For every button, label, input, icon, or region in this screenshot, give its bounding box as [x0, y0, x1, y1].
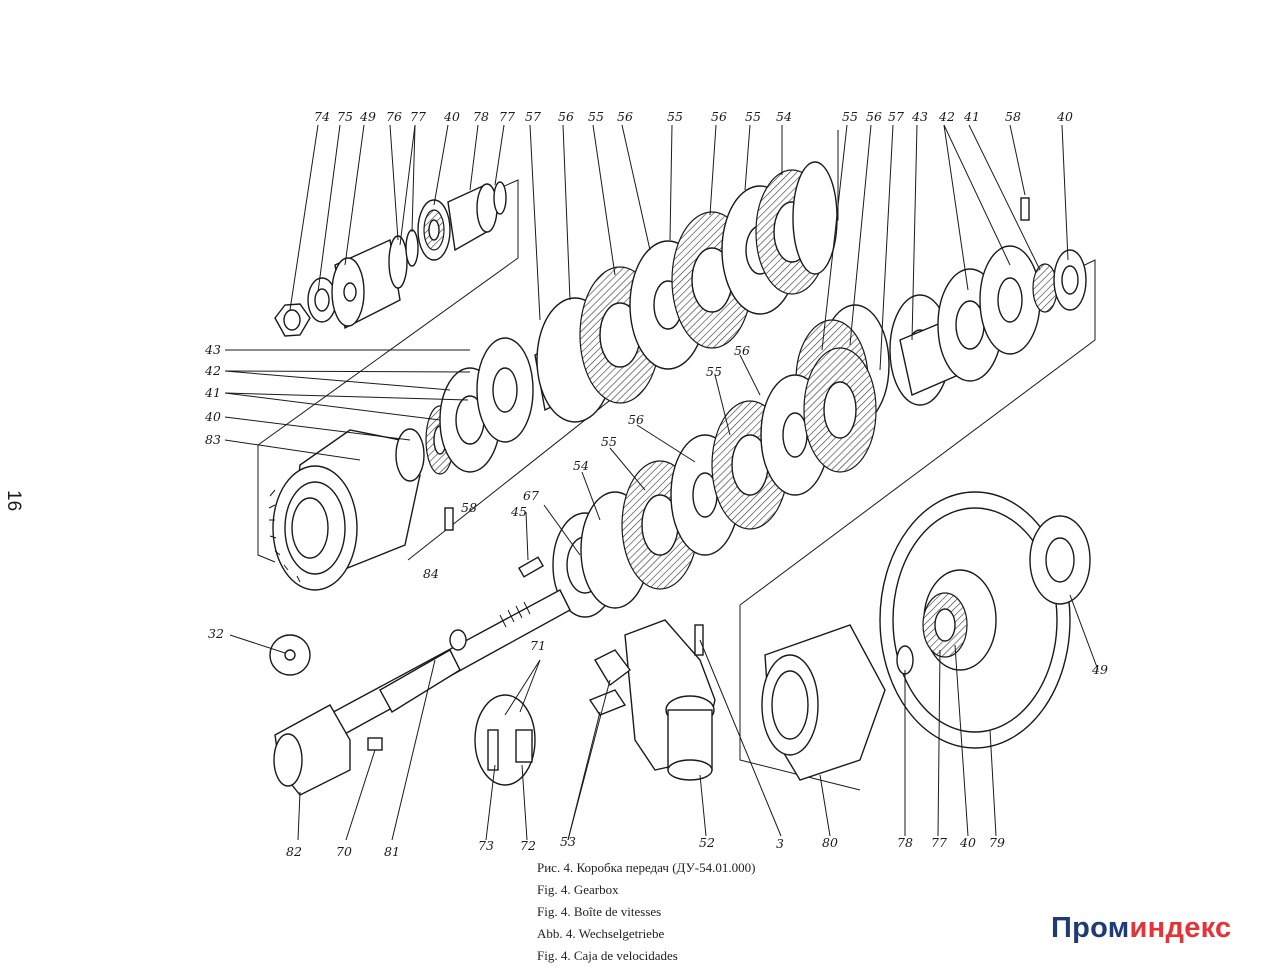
callout-40-low: 40: [959, 835, 976, 850]
callout-42: 42: [938, 109, 955, 124]
callout-41: 41: [963, 109, 980, 124]
callout-73: 73: [478, 838, 494, 853]
callout-79: 79: [989, 835, 1005, 850]
callout-49-low: 49: [1091, 662, 1108, 677]
callout-40b: 40: [1056, 109, 1073, 124]
callout-77b: 77: [499, 109, 515, 124]
callout-57b: 57: [888, 109, 904, 124]
callout-3: 3: [776, 836, 784, 851]
callout-55d: 55: [842, 109, 858, 124]
callout-42-left: 42: [204, 363, 221, 378]
callout-58: 58: [1005, 109, 1021, 124]
callout-75: 75: [337, 109, 353, 124]
caption-de: Abb. 4. Wechselgetriebe: [537, 926, 665, 941]
caption-fr: Fig. 4. Boîte de vitesses: [537, 904, 662, 919]
callout-54: 54: [776, 109, 792, 124]
callout-77: 77: [410, 109, 426, 124]
callout-43-left: 43: [204, 342, 221, 357]
logo-part-1: Пром: [1051, 912, 1130, 944]
callout-52: 52: [699, 835, 715, 850]
callout-78-low: 78: [897, 835, 913, 850]
callout-77-low: 77: [931, 835, 947, 850]
callout-32: 32: [208, 626, 224, 641]
callout-82: 82: [286, 844, 302, 859]
callout-83: 83: [205, 432, 221, 447]
callout-55c: 55: [745, 109, 761, 124]
callout-45: 45: [510, 504, 527, 519]
callout-40: 40: [443, 109, 460, 124]
main-shaft: [269, 589, 571, 796]
callout-67: 67: [523, 488, 539, 503]
callout-70: 70: [336, 844, 352, 859]
callout-41-left: 41: [204, 385, 221, 400]
callout-56-mid2: 56: [734, 343, 750, 358]
callout-84: 84: [423, 566, 439, 581]
page-number: 16: [3, 490, 24, 511]
callout-76: 76: [386, 109, 402, 124]
callout-55-mid2: 55: [706, 364, 722, 379]
callout-53: 53: [560, 834, 576, 849]
leader-lines: [224, 124, 1099, 841]
callout-labels: 74 75 49 76 77 40 78 77 57 56 55 56 55 5…: [204, 109, 1108, 859]
callout-49: 49: [359, 109, 376, 124]
lower-gear-assembly: [474, 491, 1091, 786]
middle-clutch-pack: [444, 347, 877, 618]
callout-56-mid: 56: [628, 412, 644, 427]
callout-74: 74: [314, 109, 330, 124]
callout-54-mid: 54: [573, 458, 589, 473]
callout-43: 43: [911, 109, 928, 124]
caption-es: Fig. 4. Caja de velocidades: [537, 948, 678, 963]
figure-caption: Рис. 4. Коробка передач (ДУ-54.01.000) F…: [537, 857, 897, 967]
callout-56c: 56: [711, 109, 727, 124]
callout-55b: 55: [667, 109, 683, 124]
callout-56d: 56: [866, 109, 882, 124]
callout-40-left: 40: [204, 409, 221, 424]
callout-55: 55: [588, 109, 604, 124]
caption-en: Fig. 4. Gearbox: [537, 882, 619, 897]
callout-56b: 56: [617, 109, 633, 124]
top-shaft-parts: [274, 181, 507, 337]
callout-81: 81: [384, 844, 400, 859]
logo-part-2: индекс: [1129, 912, 1232, 944]
callout-55-mid: 55: [601, 434, 617, 449]
callout-57: 57: [525, 109, 541, 124]
caption-ru: Рис. 4. Коробка передач (ДУ-54.01.000): [537, 860, 756, 875]
callout-72: 72: [520, 838, 536, 853]
callout-78: 78: [473, 109, 489, 124]
callout-56: 56: [558, 109, 574, 124]
prominindex-logo[interactable]: Проминдекс: [1051, 912, 1232, 945]
callout-80: 80: [822, 835, 838, 850]
callout-71: 71: [530, 638, 546, 653]
callout-58-mid: 58: [461, 500, 477, 515]
